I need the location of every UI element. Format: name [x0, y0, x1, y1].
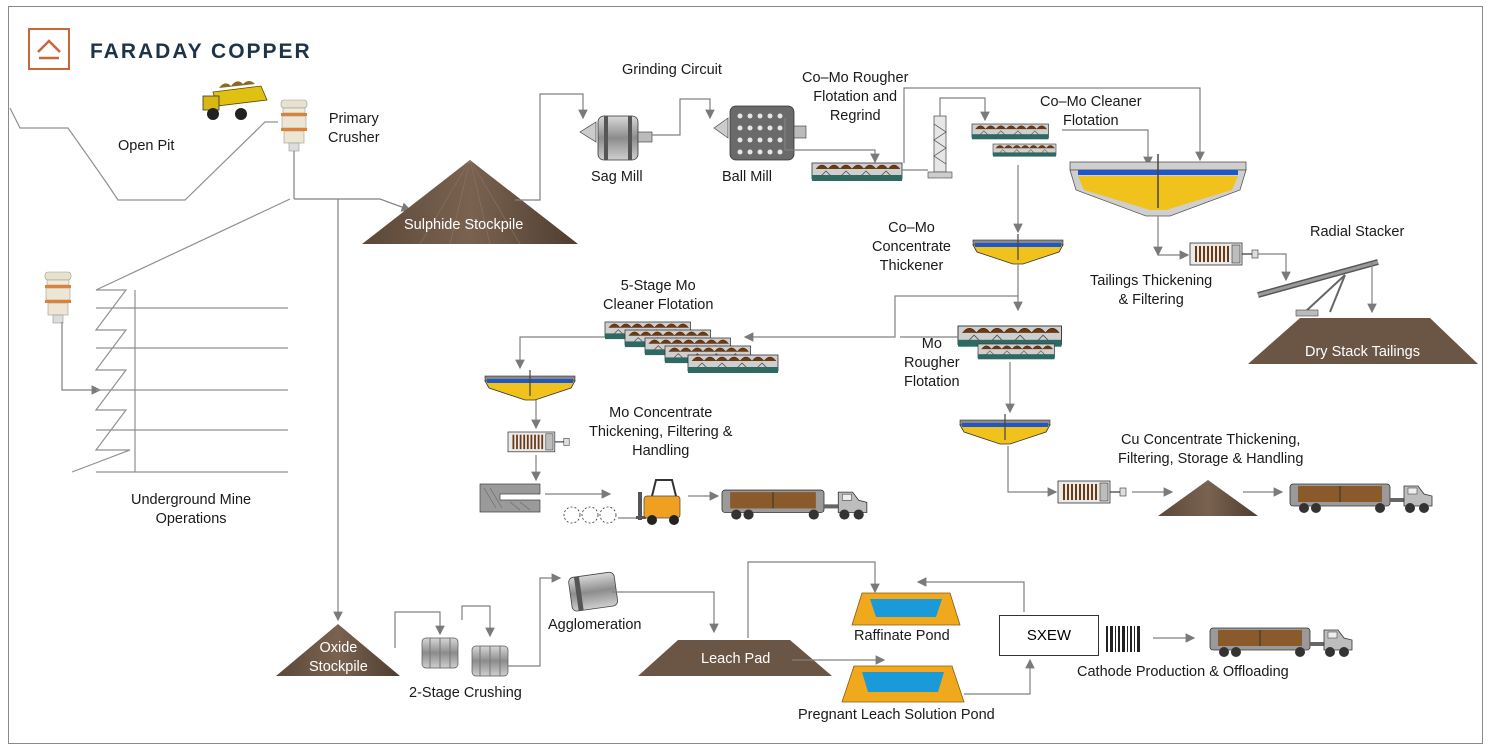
- radial-stacker-icon: [1257, 259, 1379, 317]
- sxew-box: SXEW: [999, 615, 1099, 656]
- forklift-icon: [636, 479, 681, 525]
- label-dry-stack-tailings: Dry Stack Tailings: [1305, 344, 1420, 360]
- label-agglomeration: Agglomeration: [548, 617, 642, 633]
- ball-mill-icon: [713, 105, 807, 161]
- pls-pond-icon: [841, 665, 965, 703]
- label-raffinate-pond: Raffinate Pond: [854, 628, 950, 644]
- label-pls-pond: Pregnant Leach Solution Pond: [798, 707, 995, 723]
- label-sag-mill: Sag Mill: [591, 169, 643, 185]
- label-tailings-thickening: Tailings Thickening & Filtering: [1090, 273, 1213, 308]
- cathode-plates-icon: [1106, 626, 1140, 652]
- dry-stack-tailings-icon: [1248, 318, 1478, 364]
- cu-concentrate-truck-icon: [1289, 483, 1433, 514]
- tailings-filter-press-icon: [1189, 242, 1259, 266]
- mo-handling-bin-icon: [479, 483, 541, 513]
- label-oxide-stockpile: Oxide Stockpile: [309, 640, 368, 675]
- open-pit-outline: [9, 107, 278, 201]
- label-ball-mill: Ball Mill: [722, 169, 772, 185]
- sulphide-stockpile-icon: [362, 159, 578, 245]
- como-concentrate-thickener-icon: [972, 233, 1064, 265]
- leach-pad-icon: [638, 640, 832, 676]
- crusher-stage-1-icon: [421, 637, 459, 669]
- oxide-stockpile-icon: [276, 624, 400, 676]
- label-two-stage-crushing: 2-Stage Crushing: [409, 685, 522, 701]
- label-leach-pad: Leach Pad: [701, 651, 771, 667]
- mo-rougher-flotation-icon: [957, 325, 1063, 360]
- label-como-cleaner: Co–Mo Cleaner Flotation: [1040, 94, 1142, 129]
- label-sulphide-stockpile: Sulphide Stockpile: [404, 217, 524, 233]
- label-cu-concentrate: Cu Concentrate Thickening, Filtering, St…: [1118, 432, 1304, 467]
- haul-truck-icon: [202, 81, 268, 120]
- label-primary-crusher: Primary Crusher: [328, 111, 380, 146]
- cu-concentrate-storage-pile-icon: [1158, 480, 1258, 516]
- diagram-frame: [8, 6, 1483, 744]
- label-open-pit: Open Pit: [118, 138, 175, 154]
- regrind-mill-icon: [927, 115, 953, 179]
- mo-cleaner-flotation-icon: [604, 321, 779, 374]
- faraday-logo-icon: [28, 28, 70, 70]
- label-como-rougher: Co–Mo Rougher Flotation and Regrind: [802, 70, 909, 124]
- cu-filter-press-icon: [1057, 480, 1127, 504]
- mo-bags-icon: [563, 506, 617, 524]
- underground-crusher-icon: [44, 271, 72, 324]
- mo-concentrate-thickener-icon: [484, 369, 576, 401]
- label-mo-cleaner: 5-Stage Mo Cleaner Flotation: [603, 278, 714, 313]
- label-mo-rougher: Mo Rougher Flotation: [904, 336, 960, 390]
- label-como-thickener: Co–Mo Concentrate Thickener: [872, 220, 951, 274]
- label-mo-concentrate: Mo Concentrate Thickening, Filtering & H…: [589, 405, 733, 459]
- mo-concentrate-truck-icon: [721, 489, 868, 521]
- cu-concentrate-thickener-icon: [959, 413, 1051, 445]
- label-grinding-circuit: Grinding Circuit: [622, 62, 722, 78]
- underground-mine-shaft: [71, 198, 291, 473]
- agglomeration-drum-icon: [568, 571, 619, 612]
- mo-filter-press-icon: [507, 431, 571, 453]
- tailings-thickener-icon: [1069, 154, 1247, 217]
- como-rougher-flotation-icon: [811, 162, 903, 182]
- crusher-stage-2-icon: [471, 645, 509, 677]
- label-underground: Underground Mine Operations: [131, 492, 252, 527]
- label-cathode: Cathode Production & Offloading: [1077, 664, 1289, 680]
- raffinate-pond-icon: [851, 592, 961, 626]
- cathode-truck-icon: [1209, 627, 1353, 658]
- sag-mill-icon: [579, 115, 653, 161]
- brand-name: FARADAY COPPER: [90, 40, 312, 63]
- label-radial-stacker: Radial Stacker: [1310, 224, 1405, 240]
- primary-crusher-icon: [280, 99, 308, 152]
